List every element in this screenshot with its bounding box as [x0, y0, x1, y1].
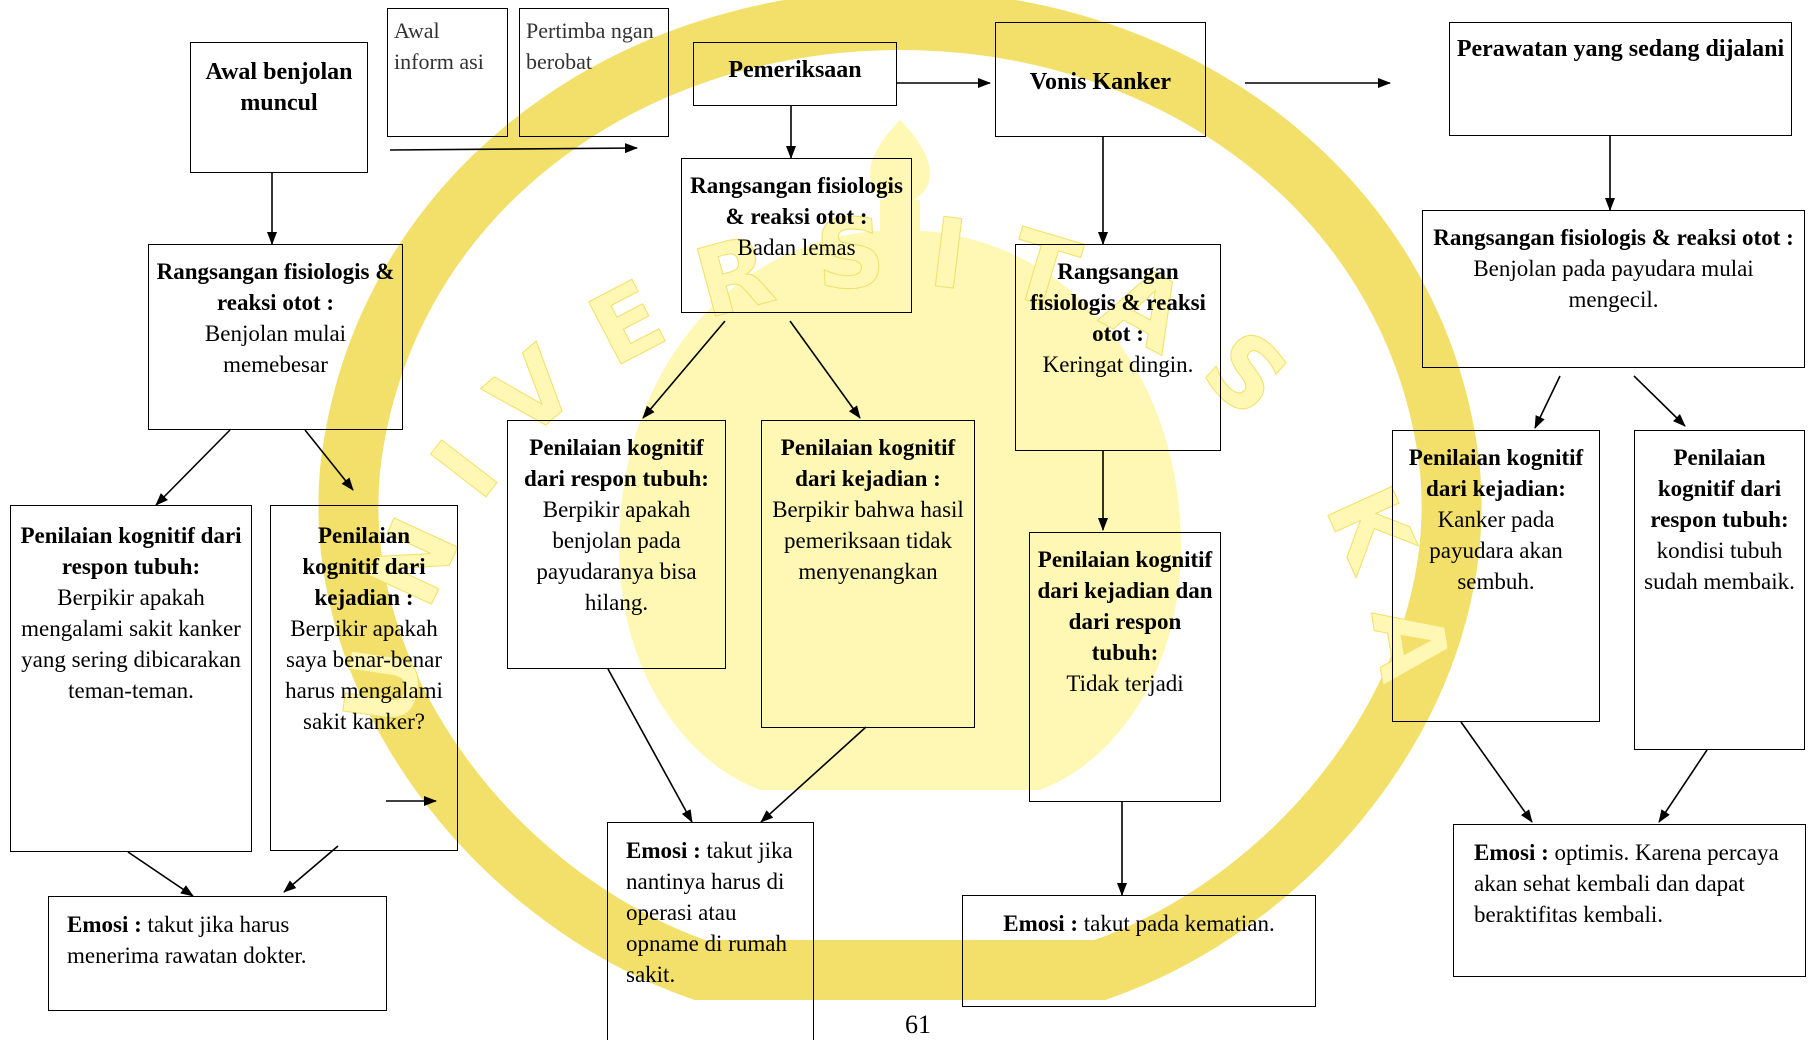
arrow-rangsangan2-to-penilaian2a — [642, 320, 726, 419]
arrow-rangsangan4-to-penilaian4a — [1534, 375, 1561, 429]
node-title: Penilaian kognitif dari respon tubuh: — [524, 435, 709, 491]
node-text: Benjolan pada payudara mulai mengecil. — [1473, 256, 1754, 312]
node-text: Berpikir apakah benjolan pada payudarany… — [536, 497, 697, 615]
node-emosi-4: Emosi : optimis. Karena percaya akan seh… — [1453, 824, 1806, 977]
arrow-penilaian1b-to-emosi1 — [283, 845, 339, 893]
arrow-rangsangan4-to-penilaian4b — [1633, 375, 1686, 427]
node-penilaian-4a: Penilaian kognitif dari kejadian: Kanker… — [1392, 430, 1600, 722]
node-title: Penilaian kognitif dari respon tubuh: — [20, 523, 242, 579]
node-text: kondisi tubuh sudah membaik. — [1644, 538, 1795, 594]
arrow-penilaian4b-to-emosi4 — [1658, 749, 1708, 823]
node-awal-informasi: Awal inform asi — [387, 8, 508, 137]
arrow-penilaian2b-to-emosi2 — [760, 726, 867, 823]
node-rangsangan-1: Rangsangan fisiologis & reaksi otot : Be… — [148, 244, 403, 430]
node-text: Berpikir bahwa hasil pemeriksaan tidak m… — [772, 497, 964, 584]
node-title: Emosi : — [1003, 911, 1079, 936]
node-emosi-2: Emosi : takut jika nantinya harus di ope… — [607, 822, 814, 1040]
node-emosi-1: Emosi : takut jika harus menerima rawata… — [48, 896, 387, 1011]
node-penilaian-2b: Penilaian kognitif dari kejadian : Berpi… — [761, 420, 975, 728]
node-rangsangan-3: Rangsangan fisiologis & reaksi otot : Ke… — [1015, 244, 1221, 451]
node-penilaian-2a: Penilaian kognitif dari respon tubuh: Be… — [507, 420, 726, 669]
seal-inner-bell — [619, 230, 1181, 790]
node-title: Pemeriksaan — [728, 57, 862, 83]
node-title: Penilaian kognitif dari kejadian: — [1408, 445, 1584, 501]
node-penilaian-3: Penilaian kognitif dari kejadian dan dar… — [1029, 532, 1221, 802]
node-title: Penilaian kognitif dari kejadian : — [780, 435, 956, 491]
seal-flame — [870, 120, 930, 205]
arrow-penilaian1a-to-emosi1 — [127, 851, 194, 897]
node-perawatan: Perawatan yang sedang dijalani — [1449, 22, 1792, 136]
node-emosi-3: Emosi : takut pada kematian. — [962, 895, 1316, 1007]
node-text: Awal inform asi — [394, 18, 484, 74]
node-penilaian-1b: Penilaian kognitif dari kejadian : Berpi… — [270, 505, 458, 851]
node-title: Emosi : — [67, 912, 142, 937]
node-text: Keringat dingin. — [1042, 352, 1194, 377]
node-pemeriksaan: Pemeriksaan — [693, 42, 897, 106]
node-pertimbangan-berobat: Pertimba ngan berobat — [519, 8, 669, 137]
node-rangsangan-4: Rangsangan fisiologis & reaksi otot : Be… — [1422, 210, 1805, 368]
node-text: Pertimba ngan berobat — [526, 18, 654, 74]
arrow-rangsangan2-to-penilaian2b — [789, 320, 861, 419]
node-vonis-kanker: Vonis Kanker — [995, 22, 1206, 137]
node-title: Penilaian kognitif dari respon tubuh: — [1650, 445, 1789, 532]
node-text: Berpikir apakah saya benar-benar harus m… — [285, 616, 443, 734]
node-text: Badan lemas — [737, 235, 856, 260]
node-text: takut jika harus menerima rawatan dokter… — [67, 912, 307, 968]
node-text: Kanker pada payudara akan sembuh. — [1429, 507, 1563, 594]
node-title: Rangsangan fisiologis & reaksi otot : — [1433, 225, 1794, 250]
node-awal-benjolan: Awal benjolan muncul — [190, 42, 368, 173]
node-title: Rangsangan fisiologis & reaksi otot : — [690, 173, 903, 229]
node-title: Awal benjolan muncul — [205, 59, 353, 116]
arrow-rangsangan1-to-penilaian1b — [304, 429, 354, 491]
node-text: optimis. Karena percaya akan sehat kemba… — [1474, 840, 1779, 927]
node-text: Tidak terjadi — [1066, 671, 1184, 696]
node-title: Rangsangan fisiologis & reaksi otot : — [1030, 259, 1206, 346]
page-number: 61 — [905, 1010, 931, 1039]
node-text: takut pada kematian. — [1083, 911, 1275, 936]
node-text: Berpikir apakah mengalami sakit kanker y… — [21, 585, 241, 703]
arrow-top-to-pemeriksaan — [389, 143, 638, 154]
node-penilaian-1a: Penilaian kognitif dari respon tubuh: Be… — [10, 505, 252, 852]
node-title: Penilaian kognitif dari kejadian : — [302, 523, 426, 610]
node-text: Benjolan mulai memebesar — [204, 321, 347, 377]
node-title: Perawatan yang sedang dijalani — [1456, 36, 1785, 62]
node-title: Emosi : — [1474, 840, 1549, 865]
arrow-penilaian2a-to-emosi2 — [607, 668, 693, 823]
node-rangsangan-2: Rangsangan fisiologis & reaksi otot : Ba… — [681, 158, 912, 313]
arrow-rangsangan1-to-penilaian1a — [155, 429, 231, 506]
node-penilaian-4b: Penilaian kognitif dari respon tubuh: ko… — [1634, 430, 1805, 750]
node-title: Emosi : — [626, 838, 701, 863]
node-title: Rangsangan fisiologis & reaksi otot : — [156, 259, 395, 315]
seal-candle — [880, 200, 920, 420]
node-title: Penilaian kognitif dari kejadian dan dar… — [1037, 547, 1213, 665]
arrow-penilaian4a-to-emosi4 — [1460, 721, 1533, 823]
node-text: takut jika nantinya harus di operasi ata… — [626, 838, 793, 987]
node-title: Vonis Kanker — [1029, 69, 1172, 95]
seal-outer-ring — [318, 0, 1482, 1000]
